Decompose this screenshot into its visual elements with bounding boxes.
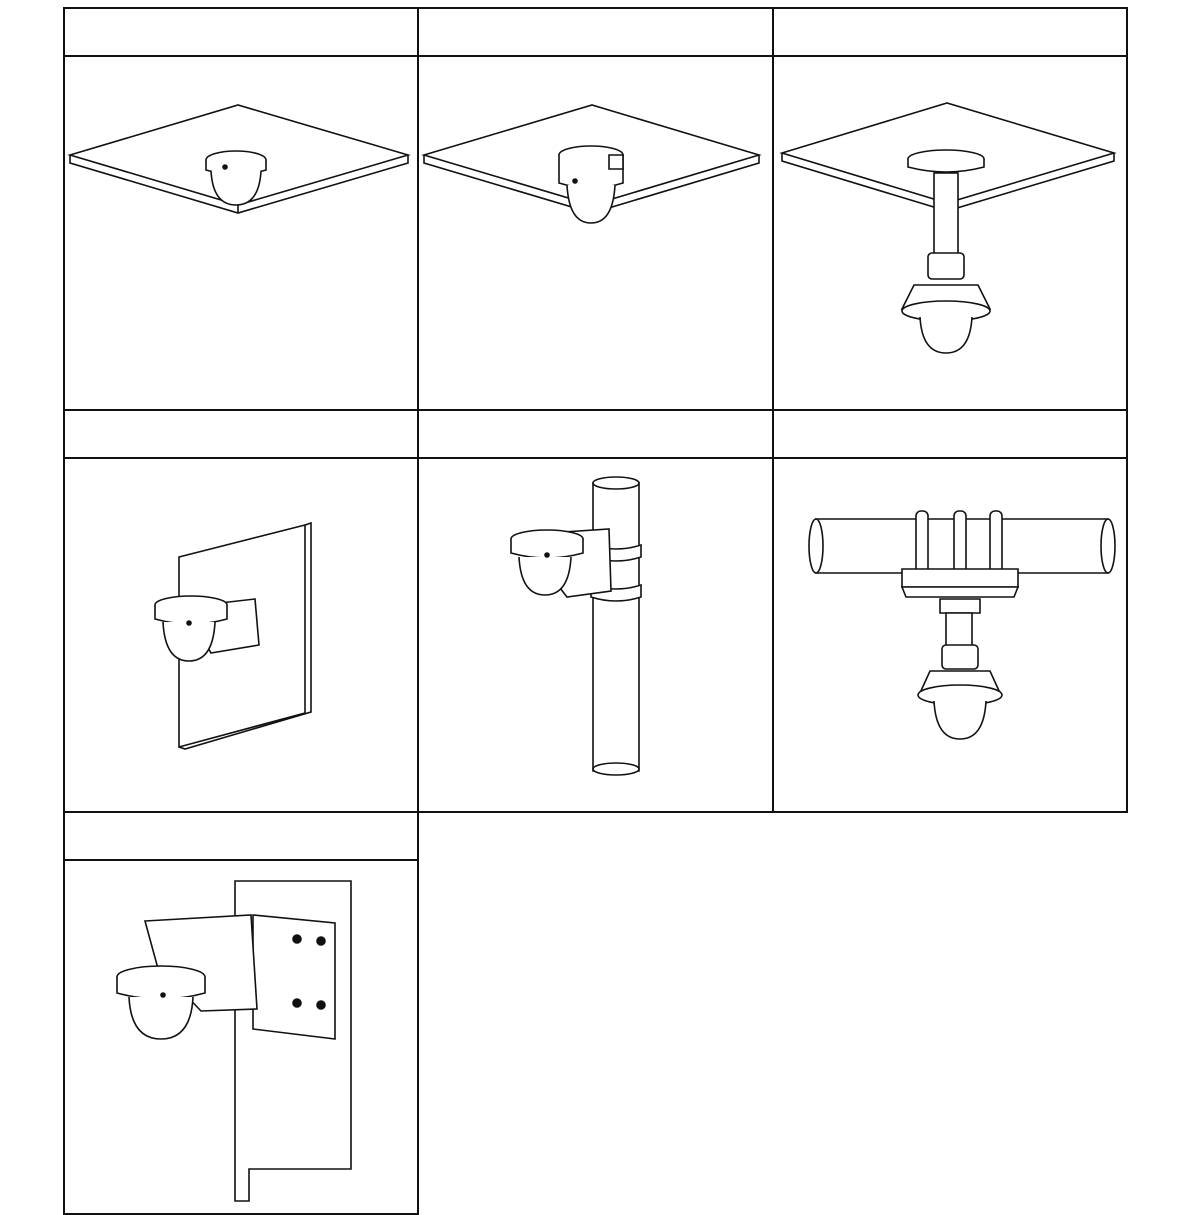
mount-label-pole <box>419 411 772 459</box>
mount-cell-horizontal-pole-pendant <box>772 409 1128 813</box>
mount-label-horizontal-pole-pendant <box>774 411 1126 459</box>
mount-label-pendant <box>774 9 1126 57</box>
pole-mount-illustration <box>419 457 772 811</box>
mount-cell-wall <box>63 409 419 813</box>
ceiling-mount-illustration <box>65 55 417 409</box>
mount-cell-ceiling-junction-box <box>417 7 774 411</box>
mount-label-corner <box>65 813 417 861</box>
wall-mount-illustration <box>65 457 417 811</box>
mount-label-wall <box>65 411 417 459</box>
mount-label-ceiling-junction-box <box>419 9 772 57</box>
mount-label-ceiling <box>65 9 417 57</box>
corner-mount-illustration <box>65 859 417 1213</box>
mount-cell-ceiling <box>63 7 419 411</box>
mount-cell-corner <box>63 811 419 1215</box>
mount-cell-pole <box>417 409 774 813</box>
ceiling-junction-box-illustration <box>419 55 772 409</box>
pendant-mount-illustration <box>774 55 1126 409</box>
horizontal-pole-pendant-illustration <box>774 457 1126 811</box>
mount-cell-pendant <box>772 7 1128 411</box>
